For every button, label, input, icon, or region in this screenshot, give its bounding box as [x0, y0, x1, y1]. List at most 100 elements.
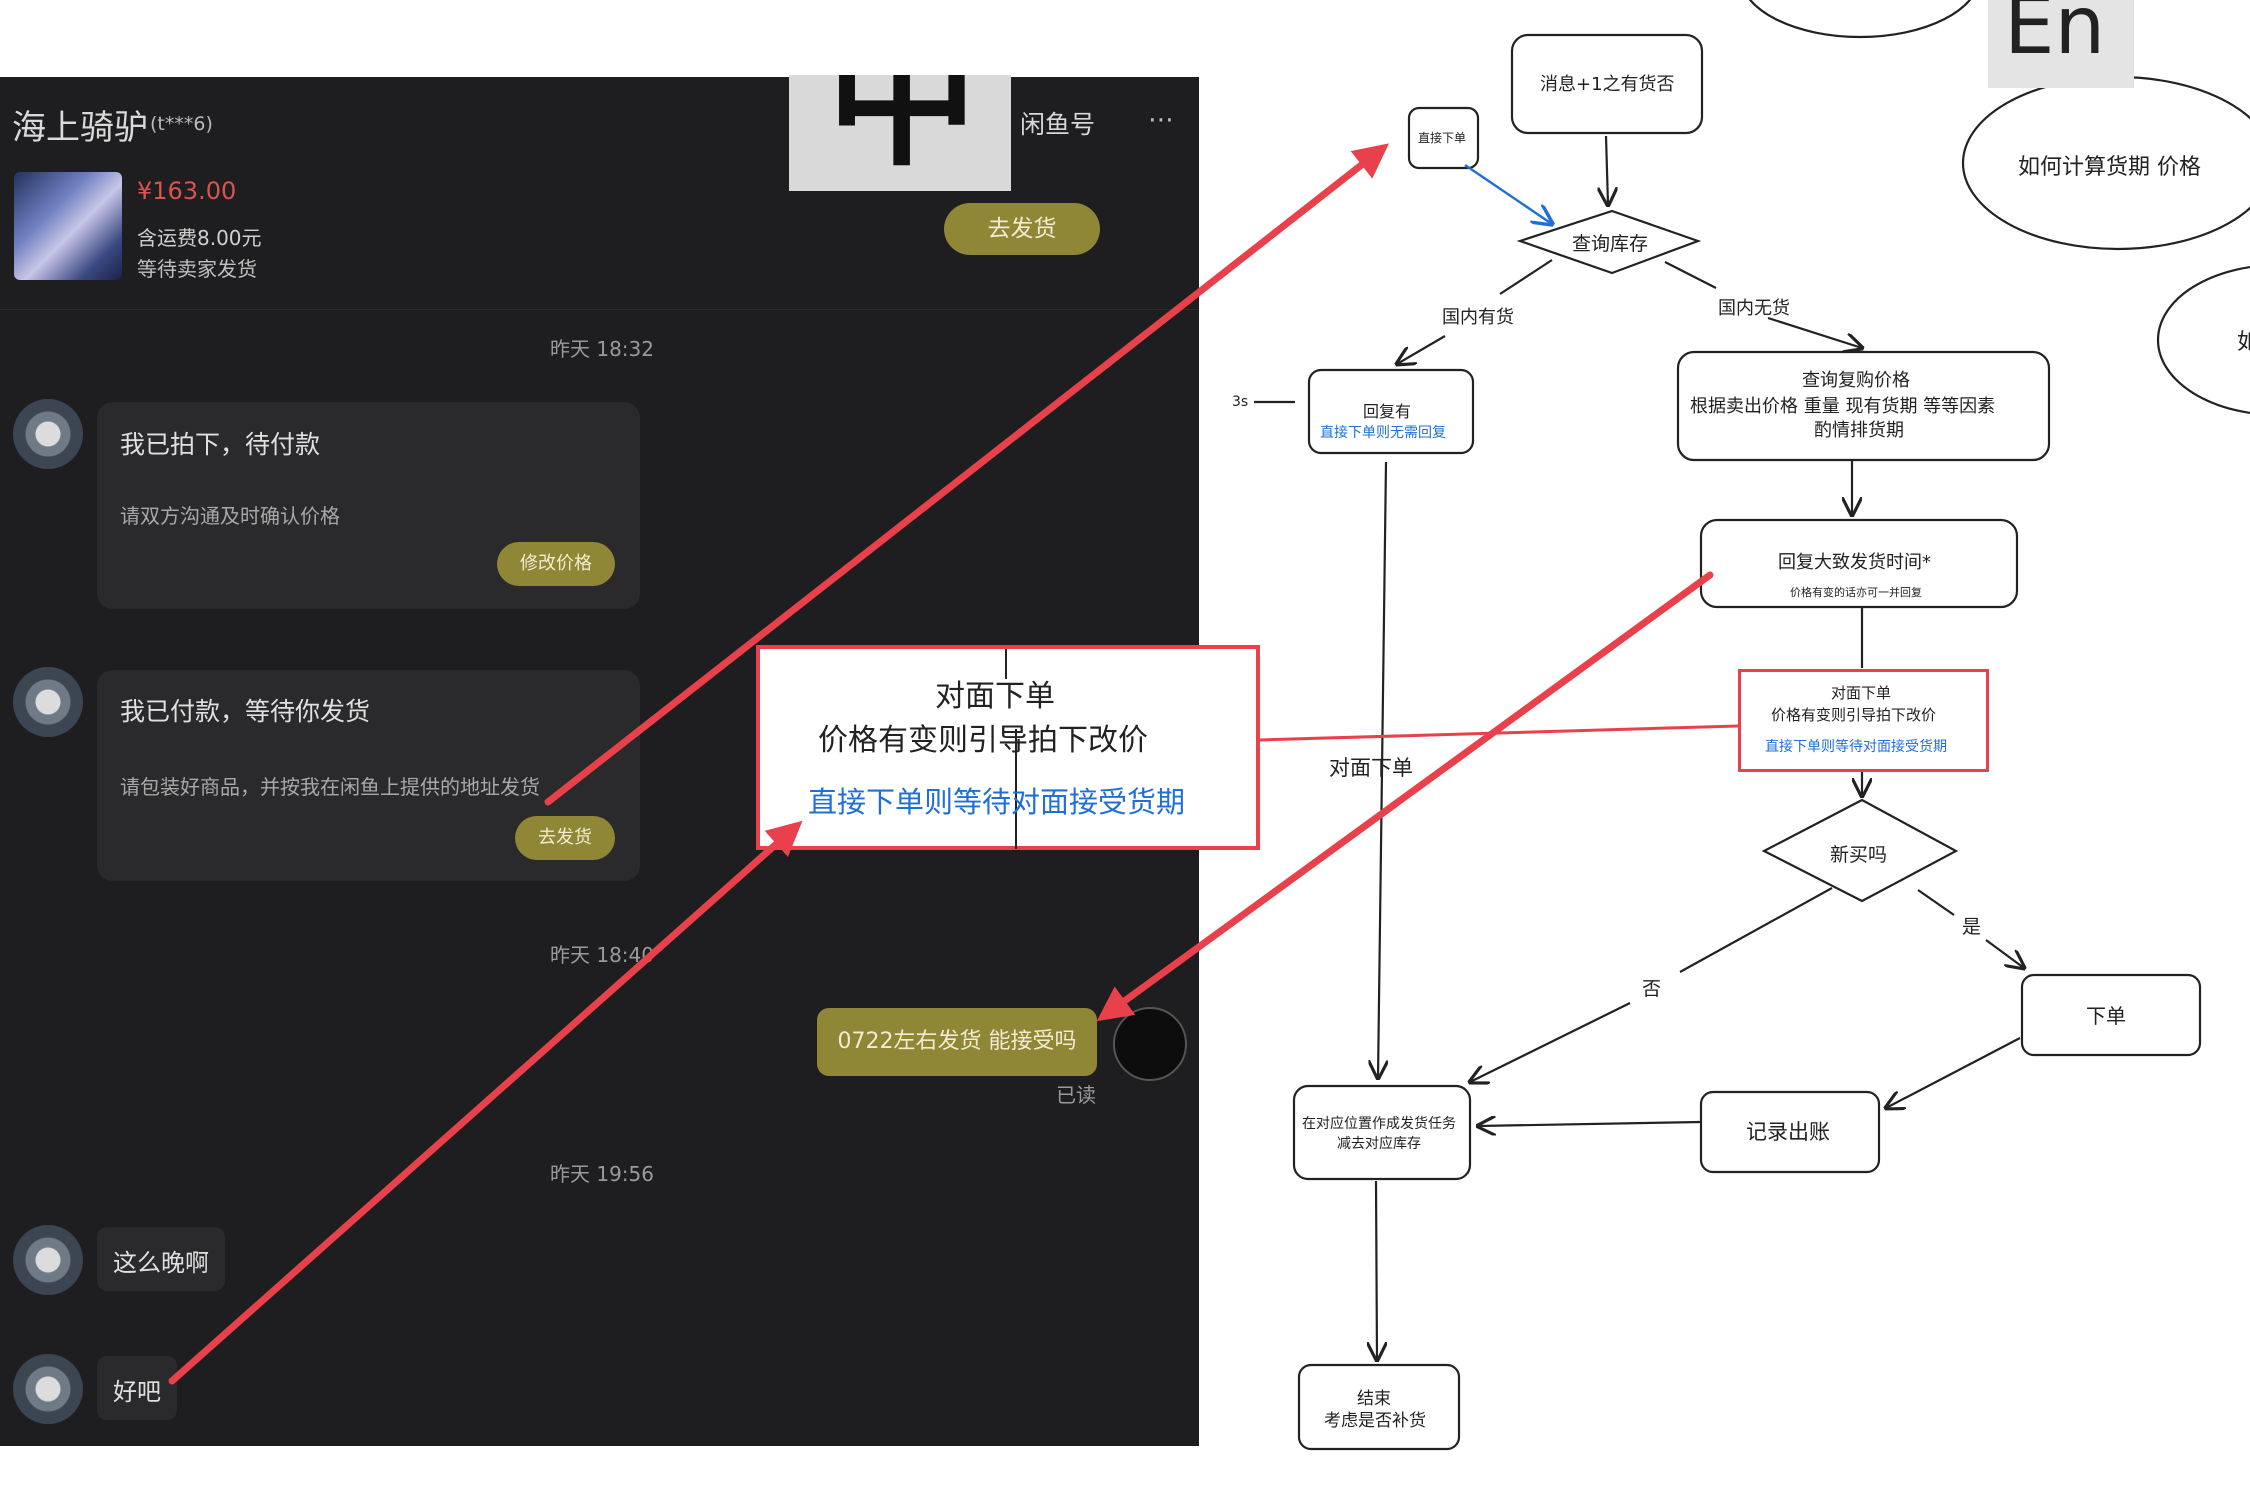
node-place-order-label: 下单	[2086, 1004, 2126, 1028]
edge	[1886, 1037, 2021, 1108]
header-divider	[0, 309, 1199, 310]
node-create-task	[1292, 1084, 1472, 1181]
product-price: ¥163.00	[137, 177, 237, 205]
node-new-buy-label: 新买吗	[1830, 844, 1888, 866]
read-status: 已读	[1056, 1083, 1096, 1107]
node-end	[1297, 1363, 1461, 1451]
order-card: 我已付款，等待你发货 请包装好商品，并按我在闲鱼上提供的地址发货 去发货	[97, 670, 640, 881]
node-direct-order-label: 直接下单	[1418, 131, 1467, 145]
edge	[1606, 135, 1608, 205]
card-title: 我已付款，等待你发货	[120, 697, 371, 726]
node-reply-yes-label: 回复有	[1363, 402, 1412, 421]
node-reply-time-line2: 价格有变的话亦可一并回复	[1790, 586, 1922, 599]
product-status: 等待卖家发货	[137, 257, 257, 281]
edge	[1679, 887, 1833, 973]
node-start-msg-label: 消息+1之有货否	[1540, 74, 1675, 95]
ellipse-top	[1748, 0, 1972, 39]
node-create-task-line1: 在对应位置作成发货任务	[1302, 1116, 1456, 1132]
ellipse-partial-label: 如	[2237, 330, 2250, 355]
card-desc: 请双方沟通及时确认价格	[120, 504, 340, 528]
order-node-line3[interactable]: 直接下单则等待对面接受货期	[1765, 739, 1947, 755]
reply-bubble: 这么晚啊	[97, 1227, 225, 1291]
timestamp: 昨天 19:56	[550, 1162, 654, 1186]
callout-edge-line	[1005, 649, 1007, 679]
edge	[1664, 261, 1717, 289]
mid-edge-label: 对面下单	[1329, 756, 1413, 780]
reply-bubble: 好吧	[97, 1356, 177, 1420]
edit-price-button[interactable]: 修改价格	[497, 542, 615, 586]
node-reply-yes	[1307, 368, 1475, 455]
node-end-line1: 结束	[1357, 1389, 1391, 1409]
edge	[1478, 1122, 1702, 1126]
product-thumbnail[interactable]	[14, 172, 122, 280]
node-place-order	[2020, 973, 2202, 1057]
node-create-task-line2: 减去对应库存	[1337, 1136, 1421, 1152]
ship-button[interactable]: 去发货	[515, 816, 615, 860]
edge	[1985, 939, 2024, 968]
annotation-arrow	[1096, 571, 1714, 1022]
corner-glyph-box	[1988, 0, 2134, 88]
avatar[interactable]	[13, 667, 83, 737]
node-repurchase-line3: 酌情排货期	[1814, 420, 1904, 441]
edge	[1378, 461, 1386, 1078]
product-shipping: 含运费8.00元	[137, 226, 262, 250]
node-record-out-label: 记录出账	[1746, 1120, 1830, 1144]
node-reply-yes-link[interactable]: 直接下单则无需回复	[1320, 425, 1446, 441]
node-repurchase-line1: 查询复购价格	[1802, 370, 1910, 391]
overlay-glyph-box: 中	[789, 75, 1011, 191]
platform-tab[interactable]: 闲鱼号	[1020, 110, 1096, 139]
node-reply-time-line1: 回复大致发货时间*	[1778, 552, 1931, 573]
annotation-arrow	[168, 820, 803, 1385]
node-new-buy	[1761, 798, 1959, 903]
callout-line1: 对面下单	[935, 679, 1055, 714]
timestamp: 昨天 18:40	[550, 943, 654, 967]
seller-id: (t***6)	[150, 113, 213, 135]
edge	[1917, 889, 1955, 916]
avatar[interactable]	[13, 1354, 83, 1424]
node-record-out	[1699, 1090, 1881, 1174]
more-horizontal-icon[interactable]: ⋯	[1148, 105, 1174, 135]
callout-line2: 价格有变则引导拍下改价	[818, 723, 1148, 758]
node-direct-order	[1407, 106, 1480, 170]
edge-label-no: 否	[1642, 978, 1662, 1000]
corner-glyph: En	[2004, 0, 2106, 72]
reply-text: 这么晚啊	[113, 1249, 209, 1277]
avatar[interactable]	[13, 399, 83, 469]
edge	[1376, 1180, 1377, 1360]
edge-label-domestic-no: 国内无货	[1718, 298, 1790, 319]
order-node-line2: 价格有变则引导拍下改价	[1771, 706, 1937, 724]
node-start-msg	[1510, 33, 1704, 135]
annotation-connector	[1258, 724, 1739, 742]
node-query-stock-label: 查询库存	[1572, 233, 1649, 255]
edge-label-yes: 是	[1962, 916, 1982, 938]
callout-line3[interactable]: 直接下单则等待对面接受货期	[808, 785, 1186, 819]
avatar[interactable]	[13, 1225, 83, 1295]
edge	[1499, 259, 1553, 295]
node-query-stock	[1516, 209, 1702, 275]
card-desc: 请包装好商品，并按我在闲鱼上提供的地址发货	[120, 775, 540, 799]
node-repurchase-line2: 根据卖出价格 重量 现有货期 等等因素	[1690, 396, 1996, 417]
ellipse-price-label: 如何计算货期 价格	[2018, 155, 2201, 180]
edge-blue	[1464, 164, 1552, 224]
edge	[1397, 335, 1446, 364]
my-message-bubble: 0722左右发货 能接受吗	[817, 1008, 1097, 1076]
ellipse-partial	[2156, 265, 2250, 415]
ship-button[interactable]: 去发货	[944, 203, 1100, 255]
order-node-highlight: 对面下单 价格有变则引导拍下改价 直接下单则等待对面接受货期	[1738, 669, 1989, 772]
seller-name: 海上骑驴	[12, 108, 148, 148]
reply-text: 好吧	[113, 1378, 161, 1406]
edge	[1470, 1002, 1631, 1082]
zoom-callout: 对面下单 价格有变则引导拍下改价 直接下单则等待对面接受货期	[756, 645, 1260, 850]
timestamp: 昨天 18:32	[550, 337, 654, 361]
callout-edge-line	[1015, 729, 1017, 849]
edge-label-stub: 3s	[1232, 394, 1249, 410]
edge-label-domestic-yes: 国内有货	[1442, 307, 1514, 328]
annotation-arrow	[544, 143, 1390, 806]
edge	[1767, 316, 1862, 348]
node-reply-time	[1699, 518, 2019, 609]
order-card: 我已拍下，待付款 请双方沟通及时确认价格 修改价格	[97, 402, 640, 609]
card-title: 我已拍下，待付款	[120, 430, 321, 459]
overlay-glyph: 中	[827, 75, 978, 187]
